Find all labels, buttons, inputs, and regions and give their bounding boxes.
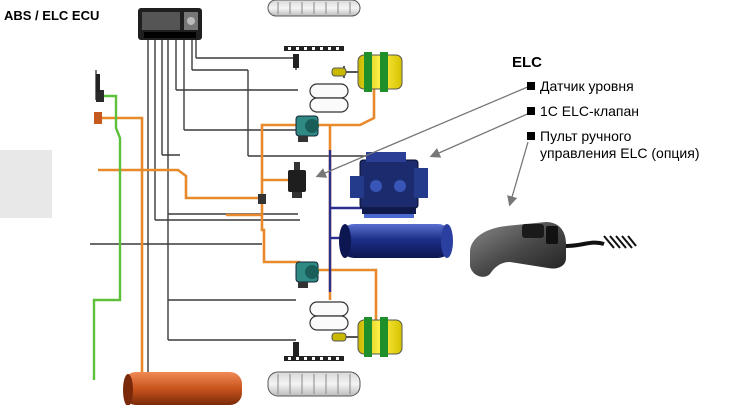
elc-remote-control [470,222,637,277]
abs-elc-ecu [138,8,202,40]
tire-bottom [267,371,361,397]
abs-tone-ring-bottom [284,342,344,361]
left-panel-block [0,150,52,218]
abs-modulator-bottom [295,261,319,288]
air-spring-top [309,83,349,113]
item-label-continuation: управления ELC (опция) [540,145,700,161]
air-lines [98,75,378,405]
callout-arrows [315,85,533,207]
left-connectors [94,74,104,124]
bullet-square-icon [527,132,535,140]
air-tank-blue [339,224,453,258]
arrow-remote-control [507,141,529,207]
abs-tone-ring-top [284,46,344,68]
item-label: Пульт ручного [540,128,632,144]
arrow-level-sensor [315,85,531,178]
item-label: 1C ELC-клапан [540,103,640,119]
item-label: Датчик уровня [540,78,634,94]
air-spring-bottom [309,301,349,331]
bullet-square-icon [527,82,535,90]
arrow-elc-valve [429,111,533,158]
air-tank-orange [123,372,242,406]
brake-chamber-bottom [331,317,403,357]
list-item: Пульт ручного управления ELC (опция) [527,128,699,162]
ground-line [92,94,122,380]
level-sensor [288,162,306,198]
brake-chamber-top [331,52,403,92]
ecu-label: ABS / ELC ECU [4,8,100,23]
tee-connector [258,194,266,204]
abs-modulator-top [295,115,319,142]
tire-top [267,0,361,17]
bullet-square-icon [527,107,535,115]
list-item: Датчик уровня [527,78,699,95]
elc-title: ELC [512,54,542,71]
elc-component-list: Датчик уровня 1C ELC-клапан Пульт ручног… [527,78,699,170]
elc-valve-1c [350,152,428,218]
list-item: 1C ELC-клапан [527,103,699,120]
